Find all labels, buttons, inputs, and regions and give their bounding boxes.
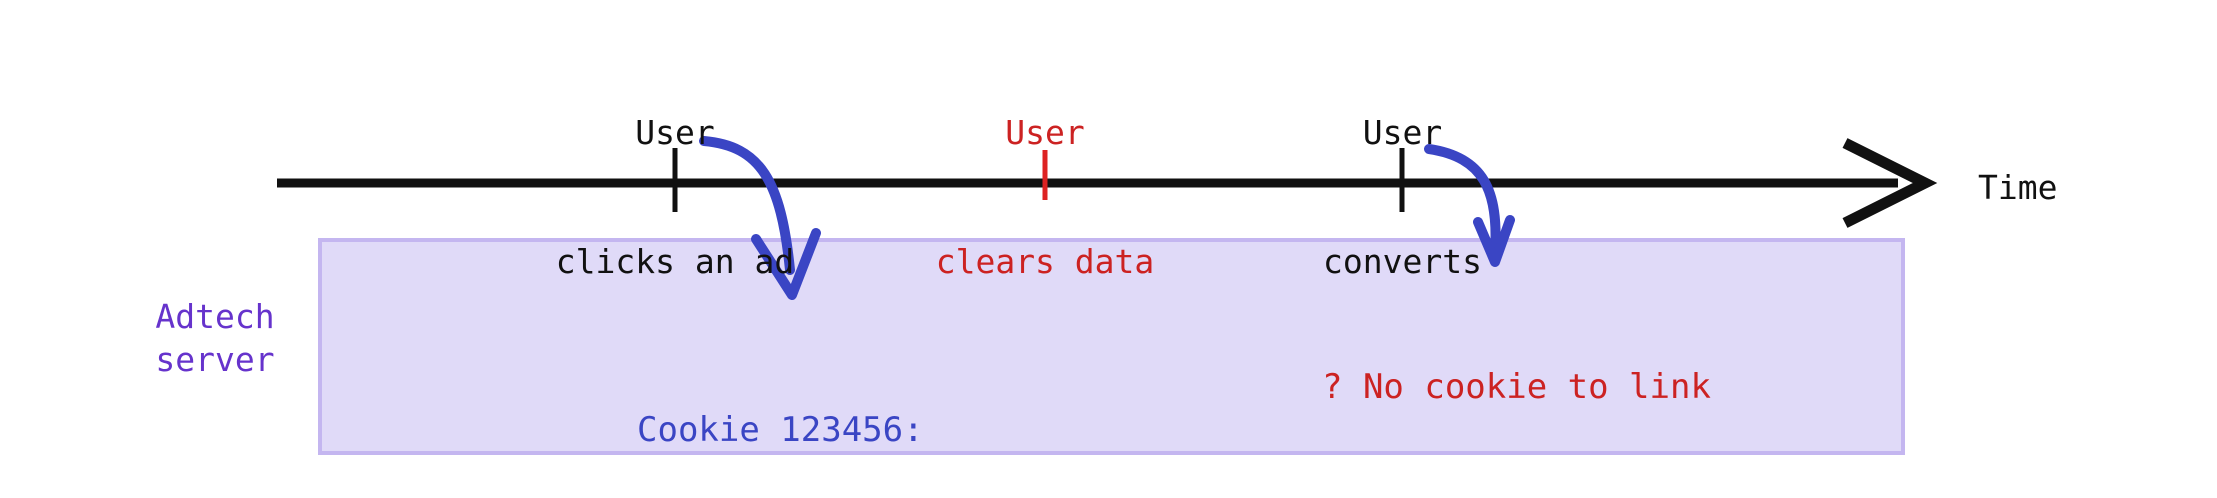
click-to-cookie-arrowhead <box>751 228 821 300</box>
adtech-server-lane <box>318 238 1905 455</box>
cookie-set-note: Cookie 123456: Ad clicked <box>637 315 924 498</box>
event-label-line1: User <box>1362 113 1443 152</box>
event-label-line2: clears data <box>935 242 1155 281</box>
event-label-line2: converts <box>1323 242 1482 281</box>
event-label-user-clears-data: User clears data <box>860 25 1230 369</box>
convert-to-nocookie-arrow <box>1424 144 1501 257</box>
event-label-line1: User <box>1005 113 1085 152</box>
cookie-set-note-line-1: Cookie 123456: <box>637 410 924 450</box>
no-cookie-note: ? No cookie to link this conversion to ⇒… <box>1322 277 1711 498</box>
event-label-line1: User <box>635 113 715 152</box>
adtech-server-label: Adtech server <box>155 297 275 379</box>
arrow-right-icon <box>1842 138 1938 228</box>
event-label-line2: clicks an ad <box>555 242 795 281</box>
time-axis-caption: Time <box>1978 168 2058 207</box>
event-label-user-clicks-ad: User clicks an ad <box>475 25 875 369</box>
event-label-user-converts: User converts <box>1215 25 1590 369</box>
convert-to-nocookie-arrowhead <box>1473 215 1515 267</box>
no-cookie-note-line-1: ? No cookie to link <box>1322 367 1711 407</box>
click-to-cookie-arrow <box>699 136 795 275</box>
